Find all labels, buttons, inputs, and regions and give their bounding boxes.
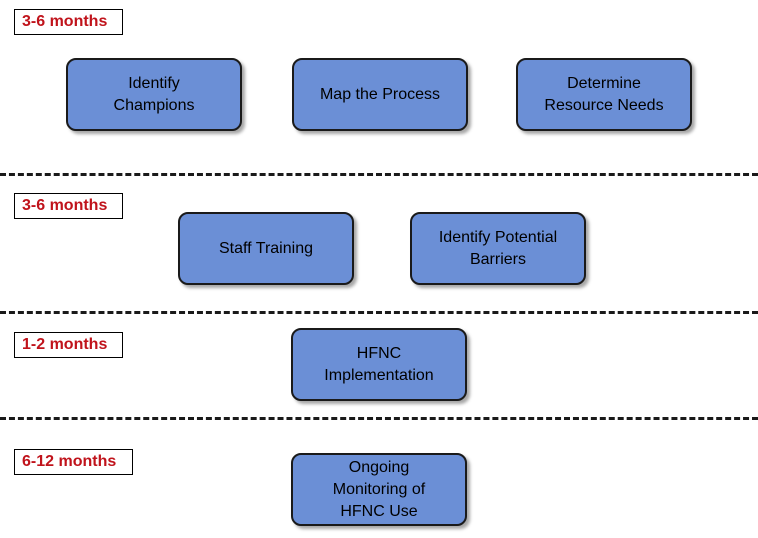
step-hfnc-implementation: HFNC Implementation (291, 328, 467, 401)
phase-divider-1 (0, 173, 758, 176)
phase-3-label: 1-2 months (14, 332, 123, 358)
step-map-the-process: Map the Process (292, 58, 468, 131)
step-determine-resource-needs: Determine Resource Needs (516, 58, 692, 131)
phase-4-label: 6-12 months (14, 449, 133, 475)
phase-2-label: 3-6 months (14, 193, 123, 219)
step-identify-champions: Identify Champions (66, 58, 242, 131)
step-staff-training: Staff Training (178, 212, 354, 285)
phase-1-label: 3-6 months (14, 9, 123, 35)
phase-divider-2 (0, 311, 758, 314)
step-identify-potential-barriers: Identify Potential Barriers (410, 212, 586, 285)
phase-divider-3 (0, 417, 758, 420)
step-ongoing-monitoring: Ongoing Monitoring of HFNC Use (291, 453, 467, 526)
